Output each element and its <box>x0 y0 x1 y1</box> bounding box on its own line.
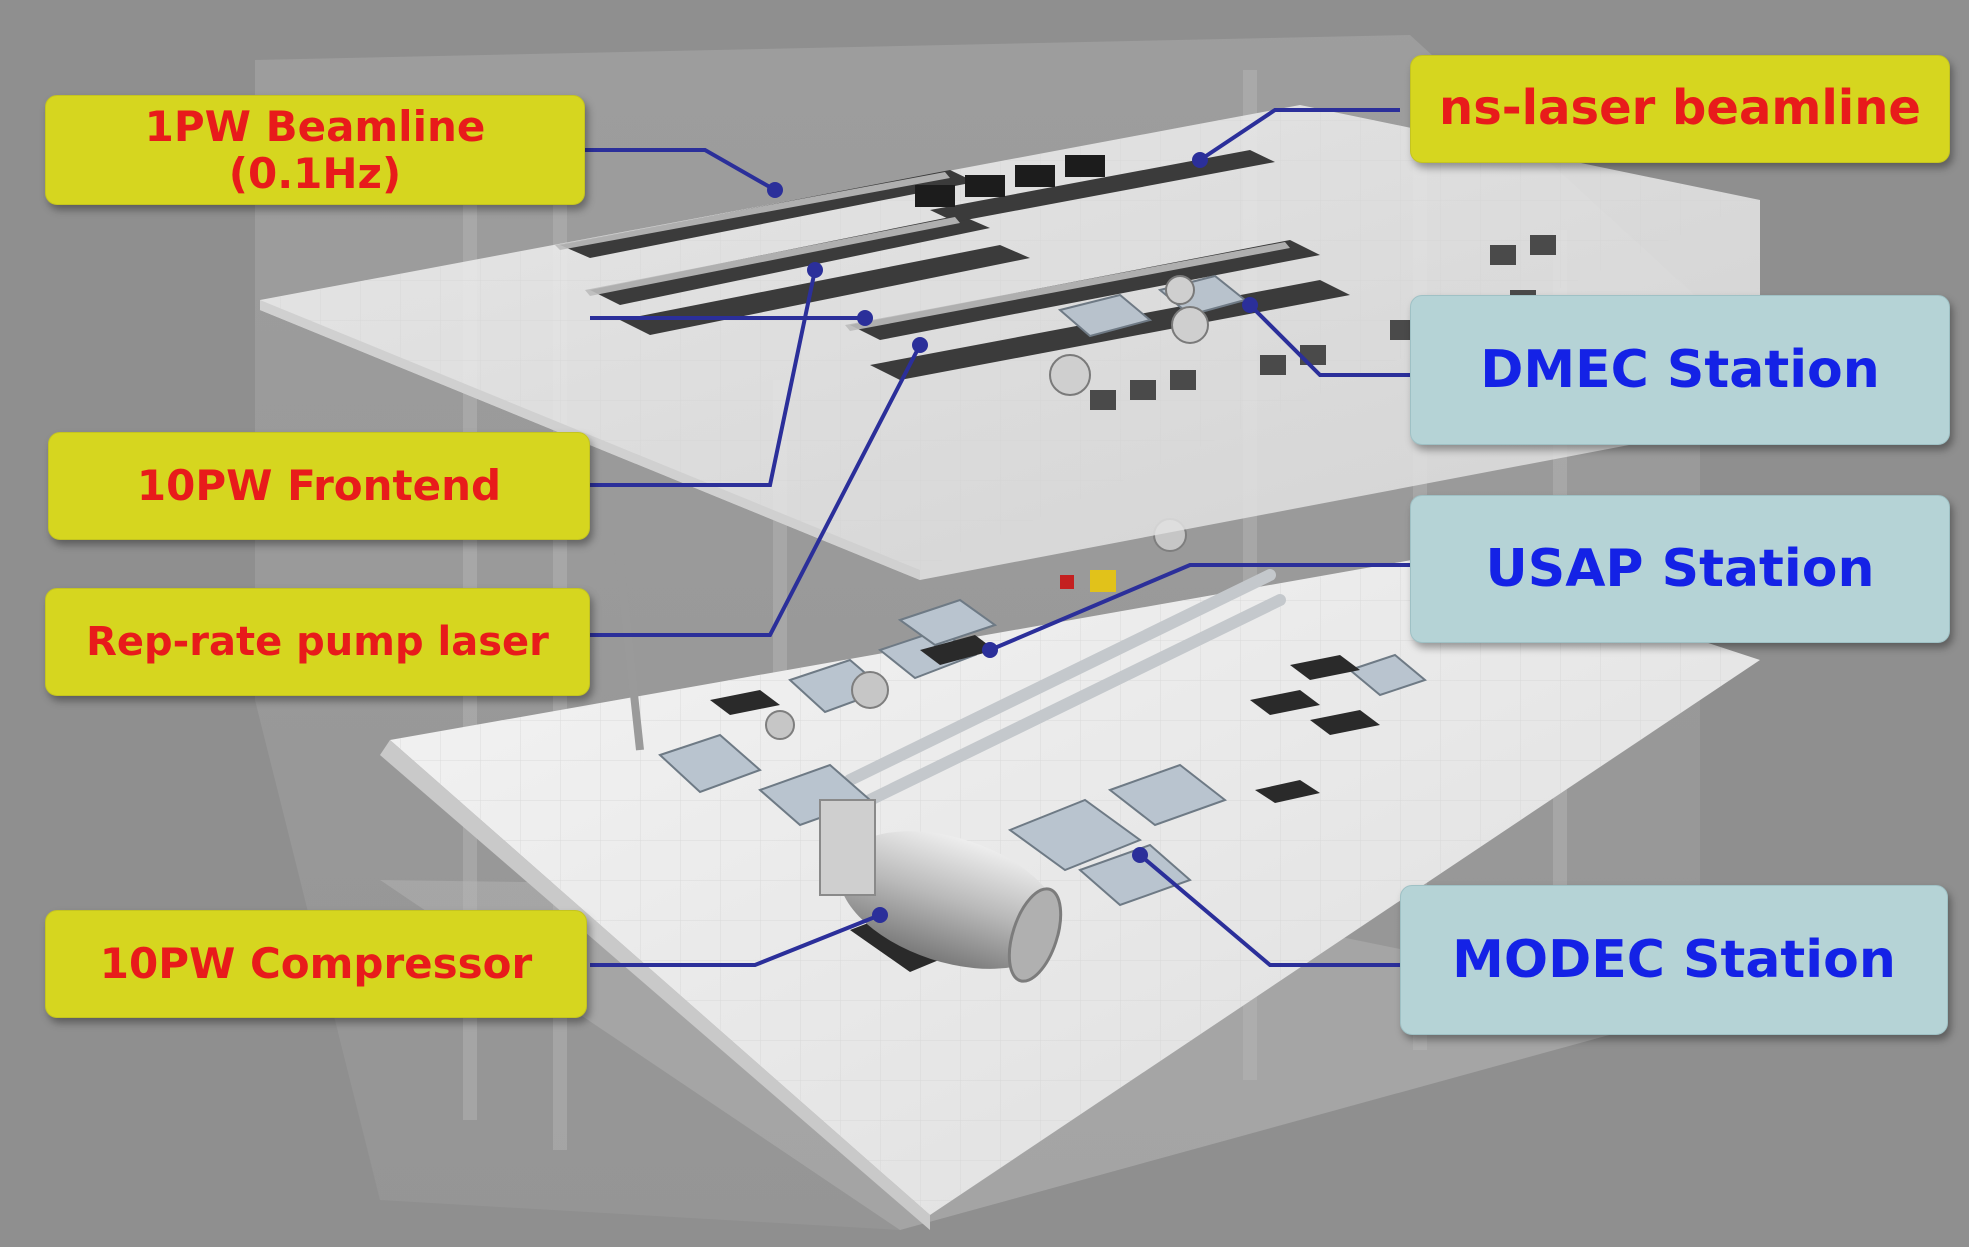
leader-modec <box>1138 853 1400 967</box>
callout-ns-laser-beamline-label: ns-laser beamline <box>1439 80 1921 137</box>
callout-rep-rate-pump-laser-label: Rep-rate pump laser <box>86 618 549 665</box>
compressor-tank <box>819 799 1063 983</box>
dot-ns-laser <box>1192 152 1208 168</box>
callout-10pw-frontend: 10PW Frontend <box>48 432 590 540</box>
callout-modec-station-label: MODEC Station <box>1452 929 1896 990</box>
leader-dots <box>767 152 1258 923</box>
dot-usap <box>982 642 998 658</box>
dot-frontend <box>807 262 823 278</box>
leader-lines <box>585 108 1410 967</box>
dot-modec <box>1132 847 1148 863</box>
callout-10pw-compressor: 10PW Compressor <box>45 910 587 1018</box>
callout-rep-rate-pump-laser: Rep-rate pump laser <box>45 588 590 696</box>
callout-usap-station-label: USAP Station <box>1485 538 1875 599</box>
dot-frontend-stub <box>857 310 873 326</box>
leader-ns-laser <box>1198 108 1400 162</box>
leader-1pw-beamline <box>585 148 776 192</box>
leader-usap <box>989 563 1410 652</box>
callout-modec-station: MODEC Station <box>1400 885 1948 1035</box>
callout-10pw-compressor-label: 10PW Compressor <box>99 939 533 989</box>
callout-dmec-station-label: DMEC Station <box>1480 339 1880 400</box>
dot-1pw-beamline <box>767 182 783 198</box>
callout-1pw-beamline: 1PW Beamline (0.1Hz) <box>45 95 585 205</box>
callout-dmec-station: DMEC Station <box>1410 295 1950 445</box>
dot-pump-laser <box>912 337 928 353</box>
callout-10pw-frontend-label: 10PW Frontend <box>136 461 502 511</box>
callout-ns-laser-beamline: ns-laser beamline <box>1410 55 1950 163</box>
leader-dmec <box>1248 303 1410 377</box>
lower-floor <box>380 419 1760 1230</box>
leader-frontend <box>590 269 817 487</box>
leader-compressor <box>590 913 881 967</box>
dot-compressor <box>872 907 888 923</box>
upper-floor <box>260 105 1760 580</box>
callout-1pw-beamline-label: 1PW Beamline (0.1Hz) <box>144 101 486 198</box>
dot-dmec <box>1242 297 1258 313</box>
leader-pump-laser <box>590 344 922 637</box>
callout-usap-station: USAP Station <box>1410 495 1950 643</box>
